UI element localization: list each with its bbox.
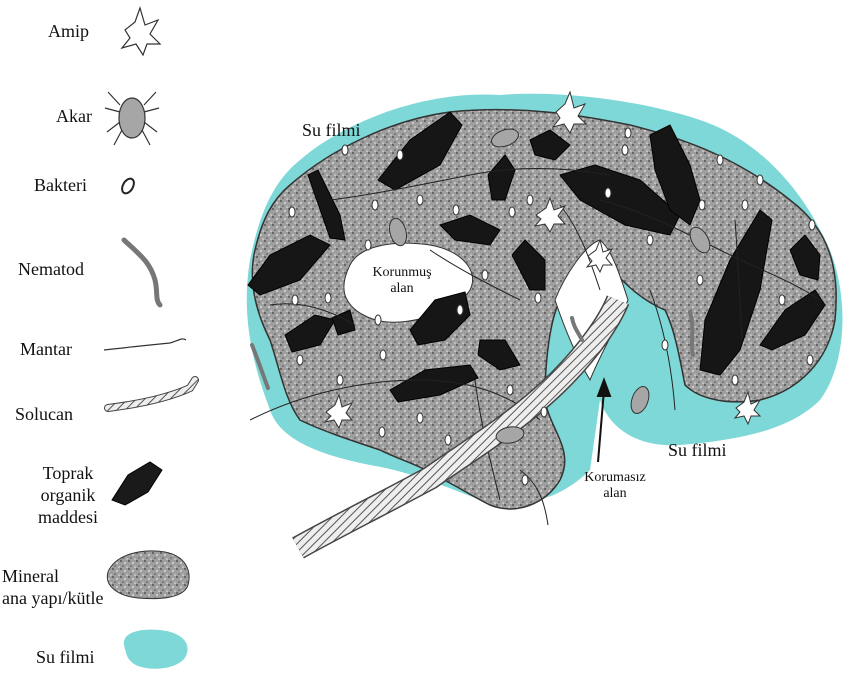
legend-label-fungus: Mantar bbox=[20, 338, 72, 360]
legend-nematode-icon bbox=[124, 240, 160, 305]
legend-water-film-icon bbox=[124, 630, 188, 669]
protected-area-label: Korunmuş alan bbox=[362, 265, 442, 297]
water-film-label-top: Su filmi bbox=[302, 120, 361, 141]
legend-label-nematode: Nematod bbox=[18, 258, 84, 280]
legend-label-mite: Akar bbox=[56, 105, 92, 127]
legend-label-bacteria: Bakteri bbox=[34, 174, 87, 196]
legend-fungus-icon bbox=[104, 339, 186, 350]
legend-bacteria-icon bbox=[120, 177, 137, 196]
legend-label-mineral: Mineral ana yapı/kütle bbox=[2, 565, 142, 609]
legend-organic-icon bbox=[112, 462, 162, 505]
legend-label-water-film: Su filmi bbox=[36, 646, 95, 668]
legend-label-organic-matter: Toprak organik maddesi bbox=[26, 462, 110, 528]
water-film-label-right: Su filmi bbox=[668, 440, 727, 461]
legend-label-amoeba: Amip bbox=[48, 20, 89, 42]
legend-label-earthworm: Solucan bbox=[15, 403, 73, 425]
nematode bbox=[690, 312, 693, 355]
legend-mite-icon bbox=[105, 92, 159, 145]
unprotected-area-label: Korumasız alan bbox=[570, 470, 660, 502]
unprotected-arrow bbox=[598, 380, 610, 462]
legend-amoeba-icon bbox=[122, 8, 160, 55]
